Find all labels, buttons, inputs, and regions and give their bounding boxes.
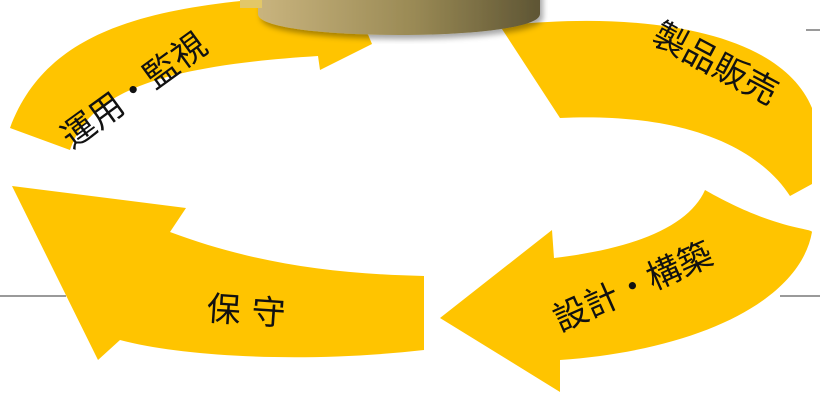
arrow-operate-to-sales: [10, 0, 372, 150]
arrow-design-to-maintain: [440, 190, 812, 392]
arrow-maintain-to-operate: [12, 186, 424, 360]
step-label-maintain: 保 守: [205, 289, 286, 334]
center-hub: [258, 0, 540, 35]
arrow-sales-to-design: [500, 20, 812, 197]
hub-small-block: [240, 0, 262, 8]
